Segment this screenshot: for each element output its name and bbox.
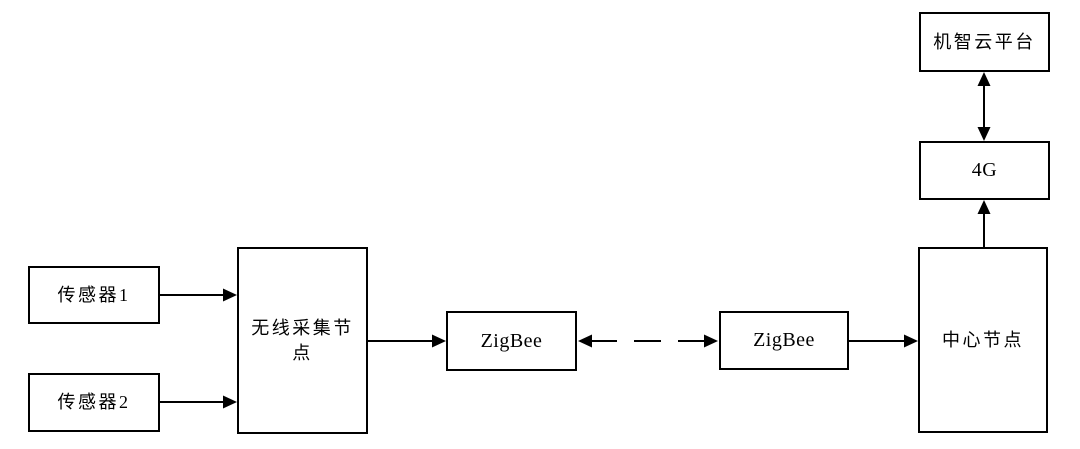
node-zigbee-left: ZigBee xyxy=(446,311,577,371)
node-sensor2: 传感器2 xyxy=(28,373,160,432)
node-center-label: 中心节点 xyxy=(942,329,1024,350)
arrow-collector-to-zigbee xyxy=(368,334,446,348)
node-wireless-collector: 无线采集节点 xyxy=(237,247,368,434)
node-zigbee-right: ZigBee xyxy=(719,311,849,370)
node-zigbee-right-label: ZigBee xyxy=(753,329,815,351)
node-4g: 4G xyxy=(919,141,1050,200)
arrow-zigbee-to-center xyxy=(849,334,918,348)
node-zigbee-left-label: ZigBee xyxy=(480,329,543,352)
node-wireless-collector-label: 无线采集节点 xyxy=(251,317,354,363)
node-4g-label: 4G xyxy=(971,159,998,181)
arrow-4g-to-cloud xyxy=(977,72,991,141)
node-sensor2-label: 传感器2 xyxy=(57,392,131,412)
node-sensor1: 传感器1 xyxy=(28,266,160,324)
arrow-sensor1-to-collector xyxy=(160,288,237,302)
node-cloud-platform-label: 机智云平台 xyxy=(933,31,1036,52)
node-sensor1-label: 传感器1 xyxy=(57,284,131,305)
arrow-zigbee-wireless-link xyxy=(578,334,718,348)
arrow-sensor2-to-collector xyxy=(160,395,237,409)
arrow-center-to-4g xyxy=(977,200,991,247)
node-center: 中心节点 xyxy=(918,247,1048,433)
node-cloud-platform: 机智云平台 xyxy=(919,12,1050,72)
